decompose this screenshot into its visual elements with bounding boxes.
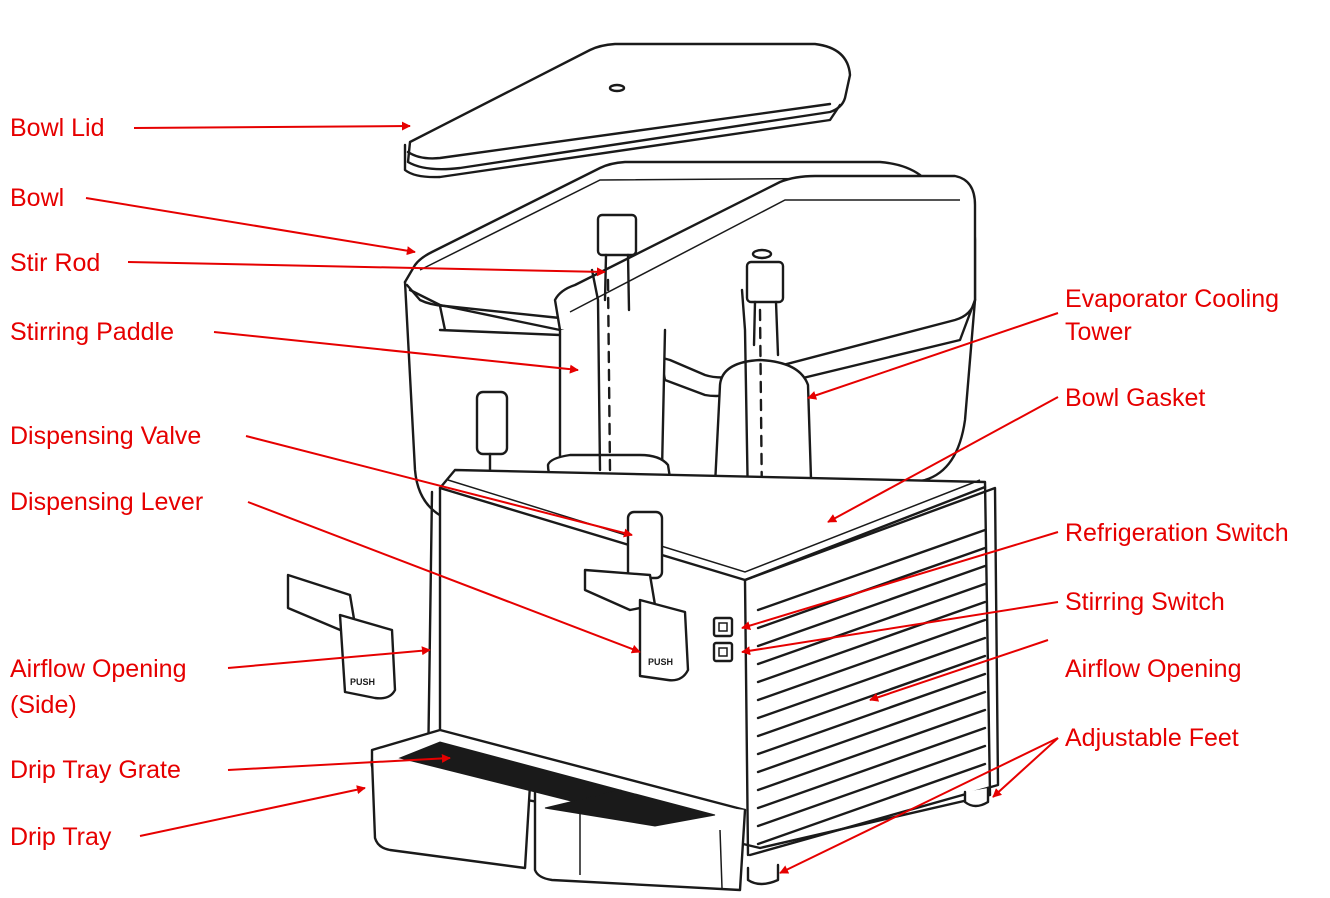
leader-drip-tray [139,785,366,837]
label-airflow-opening-side-sub: (Side) [10,691,77,719]
leader-stirring-paddle [213,331,579,374]
label-bowl-gasket: Bowl Gasket [1065,384,1206,412]
label-stirring-switch: Stirring Switch [1065,588,1225,616]
label-stirring-paddle: Stirring Paddle [10,318,174,346]
label-bowl-lid: Bowl Lid [10,114,105,142]
leader-drip-tray-grate [227,753,451,771]
label-bowl: Bowl [10,184,65,212]
right-lever-text: PUSH [648,657,673,667]
leader-bowl [85,197,416,256]
left-lever-text: PUSH [350,677,375,687]
leader-airflow-opening [869,639,1049,702]
label-evaporator-cooling-tower-sub: Tower [1065,318,1132,346]
right-valve-drawing: PUSH [583,510,690,682]
label-airflow-opening-side: Airflow Opening [10,655,187,683]
label-dispensing-lever: Dispensing Lever [10,488,204,516]
leader-refrigeration-switch [741,531,1059,630]
leader-feet-left [779,737,1059,874]
leader-evaporator [807,312,1059,400]
leader-bowl-lid [133,121,411,131]
leader-feet-right [992,737,1059,798]
leader-stir-rod [127,261,606,277]
drip-tray-drawing [370,728,747,892]
label-refrigeration-switch: Refrigeration Switch [1065,519,1289,547]
switches-drawing [712,616,734,663]
label-adjustable-feet: Adjustable Feet [1065,724,1239,752]
feet-drawing [746,786,990,886]
label-evaporator-cooling-tower: Evaporator Cooling [1065,285,1280,313]
label-airflow-opening: Airflow Opening [1065,655,1242,683]
label-drip-tray: Drip Tray [10,823,112,851]
bowl-lid-drawing [403,42,852,179]
leader-airflow-side [227,646,431,669]
label-drip-tray-grate: Drip Tray Grate [10,756,181,784]
leader-bowl-gasket [827,396,1059,523]
left-lever-drawing: PUSH [286,573,397,700]
leader-lines [85,121,1059,874]
leader-dispensing-lever [247,501,641,654]
machine-drawing: PUSH PUSH [286,42,1000,892]
label-stir-rod: Stir Rod [10,249,101,277]
leader-dispensing-valve [245,435,633,538]
leader-stirring-switch [741,601,1059,656]
label-dispensing-valve: Dispensing Valve [10,422,202,450]
